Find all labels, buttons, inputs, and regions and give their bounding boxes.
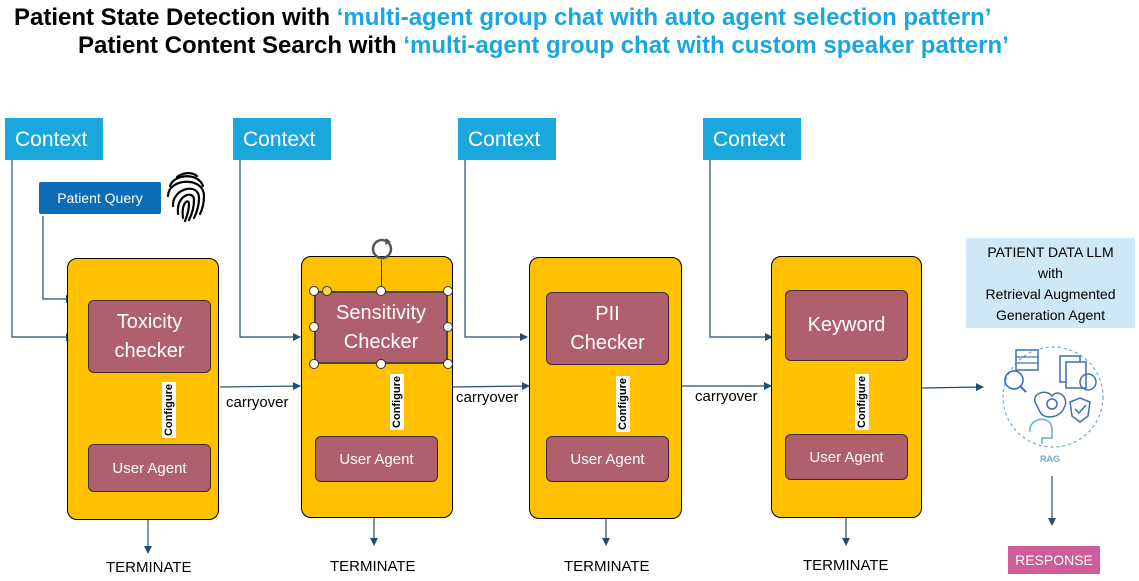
pii-checker-line-2: Checker bbox=[570, 331, 645, 354]
pii-checker-agent[interactable]: PII Checker bbox=[546, 292, 669, 365]
user-agent-4[interactable]: User Agent bbox=[785, 434, 908, 480]
sensitivity-checker-line-2: Checker bbox=[343, 330, 419, 353]
toxicity-checker-agent[interactable]: Toxicity checker bbox=[88, 300, 211, 373]
selection-handle-bl[interactable] bbox=[309, 359, 319, 369]
user-agent-3[interactable]: User Agent bbox=[546, 436, 669, 482]
title-line-2-prefix: Patient Content Search with bbox=[78, 32, 404, 59]
selection-handle-bc[interactable] bbox=[376, 359, 386, 369]
sensitivity-checker-line-1: Sensitivity bbox=[335, 301, 427, 324]
toxicity-checker-line-2: checker bbox=[114, 339, 185, 362]
selection-handle-ml[interactable] bbox=[309, 322, 319, 332]
user-agent-2[interactable]: User Agent bbox=[315, 436, 438, 482]
rag-icon-label: RAG bbox=[1040, 454, 1060, 464]
terminate-label-1: TERMINATE bbox=[106, 559, 192, 576]
carryover-label-3: carryover bbox=[695, 388, 758, 405]
rag-line-1: PATIENT DATA LLM bbox=[987, 244, 1114, 260]
configure-label-3: Configure bbox=[616, 376, 630, 432]
rotate-handle-stem bbox=[381, 260, 382, 287]
selection-handle-tr[interactable] bbox=[443, 286, 453, 296]
rag-line-3: Retrieval Augmented bbox=[985, 286, 1116, 302]
terminate-label-2: TERMINATE bbox=[330, 558, 416, 575]
title-line-1-highlight: ‘multi-agent group chat with auto agent … bbox=[336, 4, 992, 31]
context-box-2: Context bbox=[233, 118, 331, 160]
title-line-1-prefix: Patient State Detection with bbox=[14, 4, 337, 31]
context-box-4: Context bbox=[703, 118, 801, 160]
carryover-label-2: carryover bbox=[456, 389, 519, 406]
toxicity-checker-line-1: Toxicity bbox=[116, 310, 183, 333]
context-box-3: Context bbox=[458, 118, 556, 160]
pii-checker-line-1: PII bbox=[595, 302, 620, 325]
selection-handle-tl[interactable] bbox=[309, 286, 319, 296]
keyword-agent[interactable]: Keyword bbox=[785, 290, 908, 361]
response-box: RESPONSE bbox=[1008, 546, 1100, 574]
keyword-line-1: Keyword bbox=[807, 314, 886, 336]
rag-line-4: Generation Agent bbox=[996, 307, 1105, 323]
title-line-1: Patient State Detection with ‘multi-agen… bbox=[14, 4, 991, 32]
selection-handle-br[interactable] bbox=[443, 359, 453, 369]
context-box-1: Context bbox=[5, 118, 103, 160]
sensitivity-checker-agent[interactable]: Sensitivity Checker bbox=[314, 291, 448, 364]
user-agent-1[interactable]: User Agent bbox=[88, 444, 211, 492]
rotate-icon bbox=[369, 236, 395, 262]
fingerprint-icon bbox=[164, 168, 208, 224]
selection-handle-tc[interactable] bbox=[376, 286, 386, 296]
rag-description-box: PATIENT DATA LLM with Retrieval Augmente… bbox=[966, 238, 1135, 328]
terminate-label-3: TERMINATE bbox=[564, 558, 650, 575]
title-line-2-highlight: ‘multi-agent group chat with custom spea… bbox=[403, 32, 1009, 59]
selection-handle-yellow[interactable] bbox=[322, 286, 332, 296]
title-line-2: Patient Content Search with ‘multi-agent… bbox=[78, 32, 1009, 60]
patient-query-box: Patient Query bbox=[39, 182, 161, 214]
selection-handle-mr[interactable] bbox=[443, 322, 453, 332]
configure-label-2: Configure bbox=[390, 374, 404, 430]
terminate-label-4: TERMINATE bbox=[803, 557, 889, 574]
rag-icon bbox=[1000, 342, 1106, 472]
carryover-label-1: carryover bbox=[226, 394, 289, 411]
rag-line-2: with bbox=[1038, 265, 1063, 281]
configure-label-4: Configure bbox=[855, 374, 869, 430]
configure-label-1: Configure bbox=[162, 382, 176, 438]
